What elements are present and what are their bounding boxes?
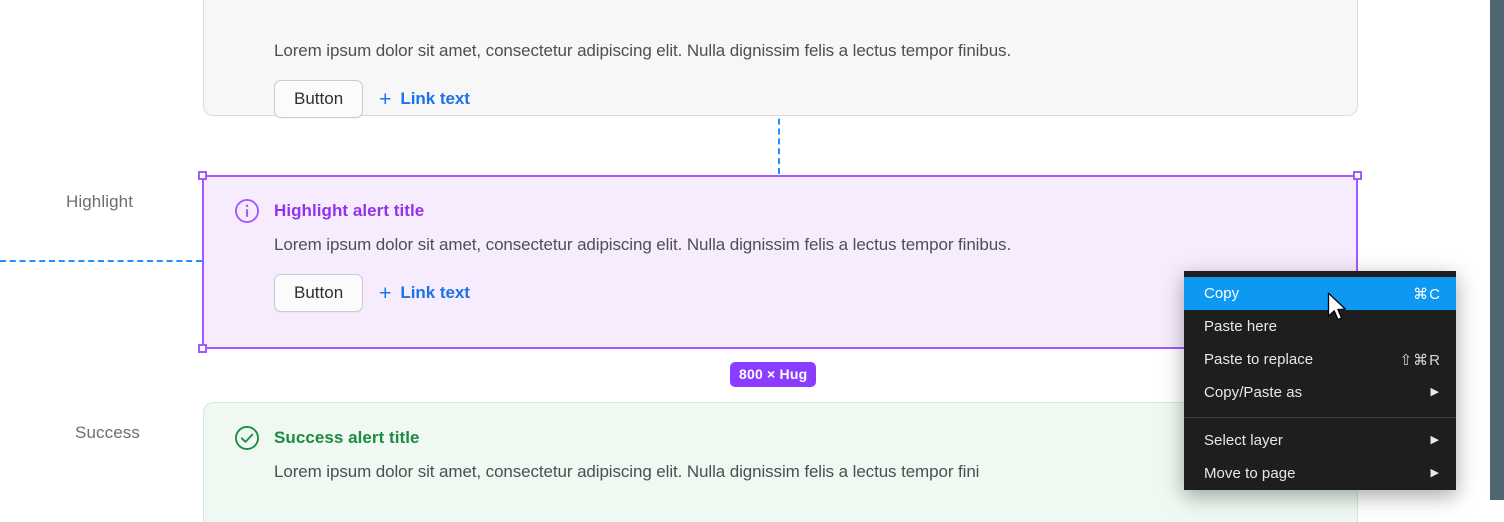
alert-content-success: Success alert title Lorem ipsum dolor si… — [204, 425, 1357, 482]
submenu-arrow-icon: ▶ — [1430, 434, 1439, 446]
menu-item-select-layer[interactable]: Select layer ▶ — [1184, 424, 1456, 457]
menu-item-label: Copy — [1204, 285, 1240, 302]
context-menu[interactable]: Copy ⌘C Paste here Paste to replace ⇧⌘R … — [1184, 271, 1456, 490]
alert-button-highlight[interactable]: Button — [274, 274, 364, 312]
plus-icon: + — [379, 87, 392, 111]
menu-item-label: Select layer — [1204, 432, 1283, 449]
alert-content-highlight: Highlight alert title Lorem ipsum dolor … — [204, 198, 1357, 312]
submenu-arrow-icon: ▶ — [1430, 386, 1439, 398]
menu-item-copy[interactable]: Copy ⌘C — [1184, 277, 1456, 310]
menu-item-paste-to-replace[interactable]: Paste to replace ⇧⌘R — [1184, 343, 1456, 376]
check-circle-icon — [235, 426, 259, 450]
alert-body-neutral: Lorem ipsum dolor sit amet, consectetur … — [274, 41, 1012, 60]
menu-item-label: Paste here — [1204, 318, 1278, 335]
alert-title-success: Success alert title — [274, 428, 420, 447]
horizontal-alignment-guide — [0, 260, 202, 262]
menu-item-paste-here[interactable]: Paste here — [1184, 310, 1456, 343]
alert-card-neutral[interactable]: Lorem ipsum dolor sit amet, consectetur … — [203, 0, 1358, 118]
right-edge-band — [1490, 0, 1504, 500]
submenu-arrow-icon: ▶ — [1430, 467, 1439, 479]
alert-actions-neutral: Button + Link text — [274, 80, 1333, 118]
alert-card-highlight[interactable]: Highlight alert title Lorem ipsum dolor … — [203, 176, 1357, 348]
menu-separator — [1184, 417, 1456, 418]
alert-link-label-highlight: Link text — [400, 283, 470, 302]
info-circle-icon — [235, 199, 259, 223]
alert-link-highlight[interactable]: + Link text — [379, 283, 470, 304]
menu-item-label: Move to page — [1204, 465, 1296, 482]
plus-icon: + — [379, 281, 392, 305]
alert-header-success: Success alert title — [234, 425, 1333, 451]
menu-item-shortcut: ⇧⌘R — [1399, 351, 1441, 369]
alert-header-highlight: Highlight alert title — [234, 198, 1333, 224]
alert-content-neutral: Lorem ipsum dolor sit amet, consectetur … — [204, 41, 1357, 118]
alert-link-label-neutral: Link text — [400, 89, 470, 108]
menu-item-copy-paste-as[interactable]: Copy/Paste as ▶ — [1184, 376, 1456, 409]
menu-item-move-to-page[interactable]: Move to page ▶ — [1184, 457, 1456, 490]
menu-item-label: Copy/Paste as — [1204, 384, 1303, 401]
row-label-success: Success — [75, 423, 140, 442]
row-label-highlight: Highlight — [66, 192, 134, 211]
alert-actions-highlight: Button + Link text — [274, 274, 1333, 312]
alert-link-neutral[interactable]: + Link text — [379, 89, 470, 110]
alert-body-highlight: Lorem ipsum dolor sit amet, consectetur … — [274, 235, 1012, 254]
menu-item-label: Paste to replace — [1204, 351, 1314, 368]
alert-title-highlight: Highlight alert title — [274, 201, 425, 220]
alert-body-success: Lorem ipsum dolor sit amet, consectetur … — [274, 462, 980, 481]
menu-item-shortcut: ⌘C — [1413, 285, 1441, 303]
alert-button-neutral[interactable]: Button — [274, 80, 364, 118]
selection-size-badge: 800 × Hug — [730, 362, 817, 387]
